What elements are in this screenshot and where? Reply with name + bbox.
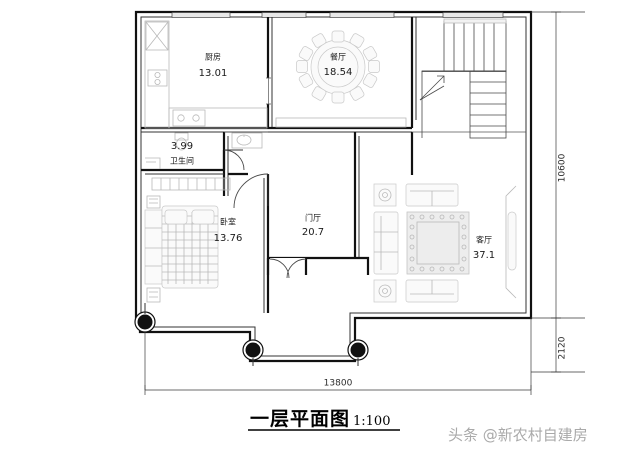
room-label-bedroom-area: 13.76 <box>214 233 243 244</box>
entry-doors <box>266 256 355 279</box>
dimension-porch-depth: 2120 <box>558 336 568 359</box>
bathroom-fixtures <box>145 132 263 171</box>
room-label-kitchen-area: 13.01 <box>199 68 228 79</box>
drawing-scale: 1:100 <box>353 414 390 429</box>
exterior-windows-top <box>171 12 504 18</box>
room-label-living-name: 客厅 <box>476 235 492 245</box>
drawing-title: 一层平面图 <box>250 408 350 430</box>
staircase <box>419 18 507 139</box>
room-label-kitchen-name: 厨房 <box>205 52 221 62</box>
room-label-dining-area: 18.54 <box>324 67 353 78</box>
living-room-furniture <box>373 183 517 303</box>
room-label-living-area: 37.1 <box>473 250 495 261</box>
bedroom-furniture <box>144 172 269 303</box>
dimension-labels: 13800 10600 2120 <box>324 153 568 388</box>
dimension-lines <box>144 11 585 395</box>
interior-walls <box>141 17 526 313</box>
room-label-bathroom-name: 卫生间 <box>170 156 194 166</box>
kitchen-fixtures <box>144 20 271 129</box>
watermark: 头条 @新农村自建房 <box>448 426 588 444</box>
title-block: 一层平面图 1:100 <box>248 408 400 431</box>
room-label-foyer-name: 门厅 <box>305 213 321 223</box>
room-label-foyer-area: 20.7 <box>302 227 324 238</box>
porch-columns <box>134 303 369 366</box>
dimension-overall-width: 13800 <box>324 379 353 389</box>
dining-table-set <box>275 30 407 128</box>
room-labels: 厨房 13.01 餐厅 18.54 3.99 卫生间 卧室 13.76 门厅 2… <box>170 52 495 262</box>
watermark-label: 头条 @新农村自建房 <box>448 426 588 444</box>
room-label-dining-name: 餐厅 <box>330 53 346 62</box>
room-label-bedroom-name: 卧室 <box>220 217 236 227</box>
dimension-overall-depth: 10600 <box>558 153 568 182</box>
room-label-bathroom-area: 3.99 <box>171 141 193 152</box>
